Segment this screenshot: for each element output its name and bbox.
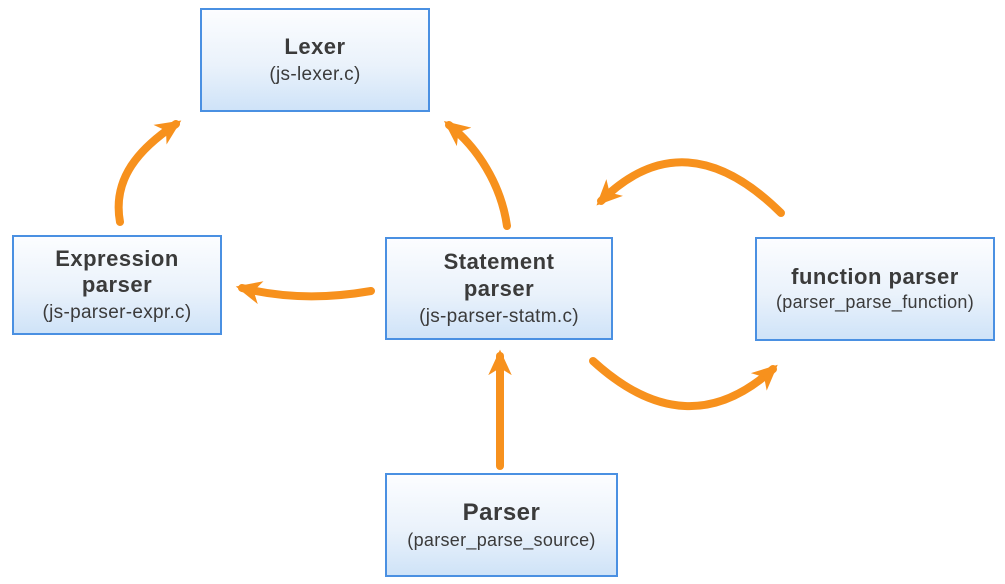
edge-expression-parser-to-lexer-arrow: [114, 120, 182, 226]
node-parser-title: Parser: [462, 499, 541, 527]
edge-function-parser-to-statement-parser-arrow: [596, 158, 785, 217]
node-lexer: Lexer (js-lexer.c): [200, 8, 430, 112]
node-lexer-subtitle: (js-lexer.c): [269, 63, 361, 85]
edge-statement-parser-to-function-parser-arrow: [589, 357, 778, 411]
node-lexer-title: Lexer: [284, 34, 346, 59]
node-function-parser-subtitle: (parser_parse_function): [775, 292, 974, 313]
node-expression-parser: Expression parser (js-parser-expr.c): [12, 235, 222, 335]
node-statement-parser-subtitle: (js-parser-statm.c): [419, 305, 579, 327]
node-function-parser-title: function parser: [791, 263, 959, 289]
node-parser: Parser (parser_parse_source): [385, 473, 618, 577]
edge-statement-parser-to-lexer-arrow: [443, 121, 511, 230]
edge-statement-parser-to-expression-parser-arrow: [235, 281, 375, 305]
node-function-parser: function parser (parser_parse_function): [755, 237, 995, 341]
node-expression-parser-title: Expression parser: [55, 245, 179, 298]
node-statement-parser-title: Statement parser: [443, 249, 555, 301]
node-parser-subtitle: (parser_parse_source): [407, 529, 596, 550]
node-statement-parser: Statement parser (js-parser-statm.c): [385, 237, 613, 340]
node-expression-parser-subtitle: (js-parser-expr.c): [42, 302, 192, 324]
